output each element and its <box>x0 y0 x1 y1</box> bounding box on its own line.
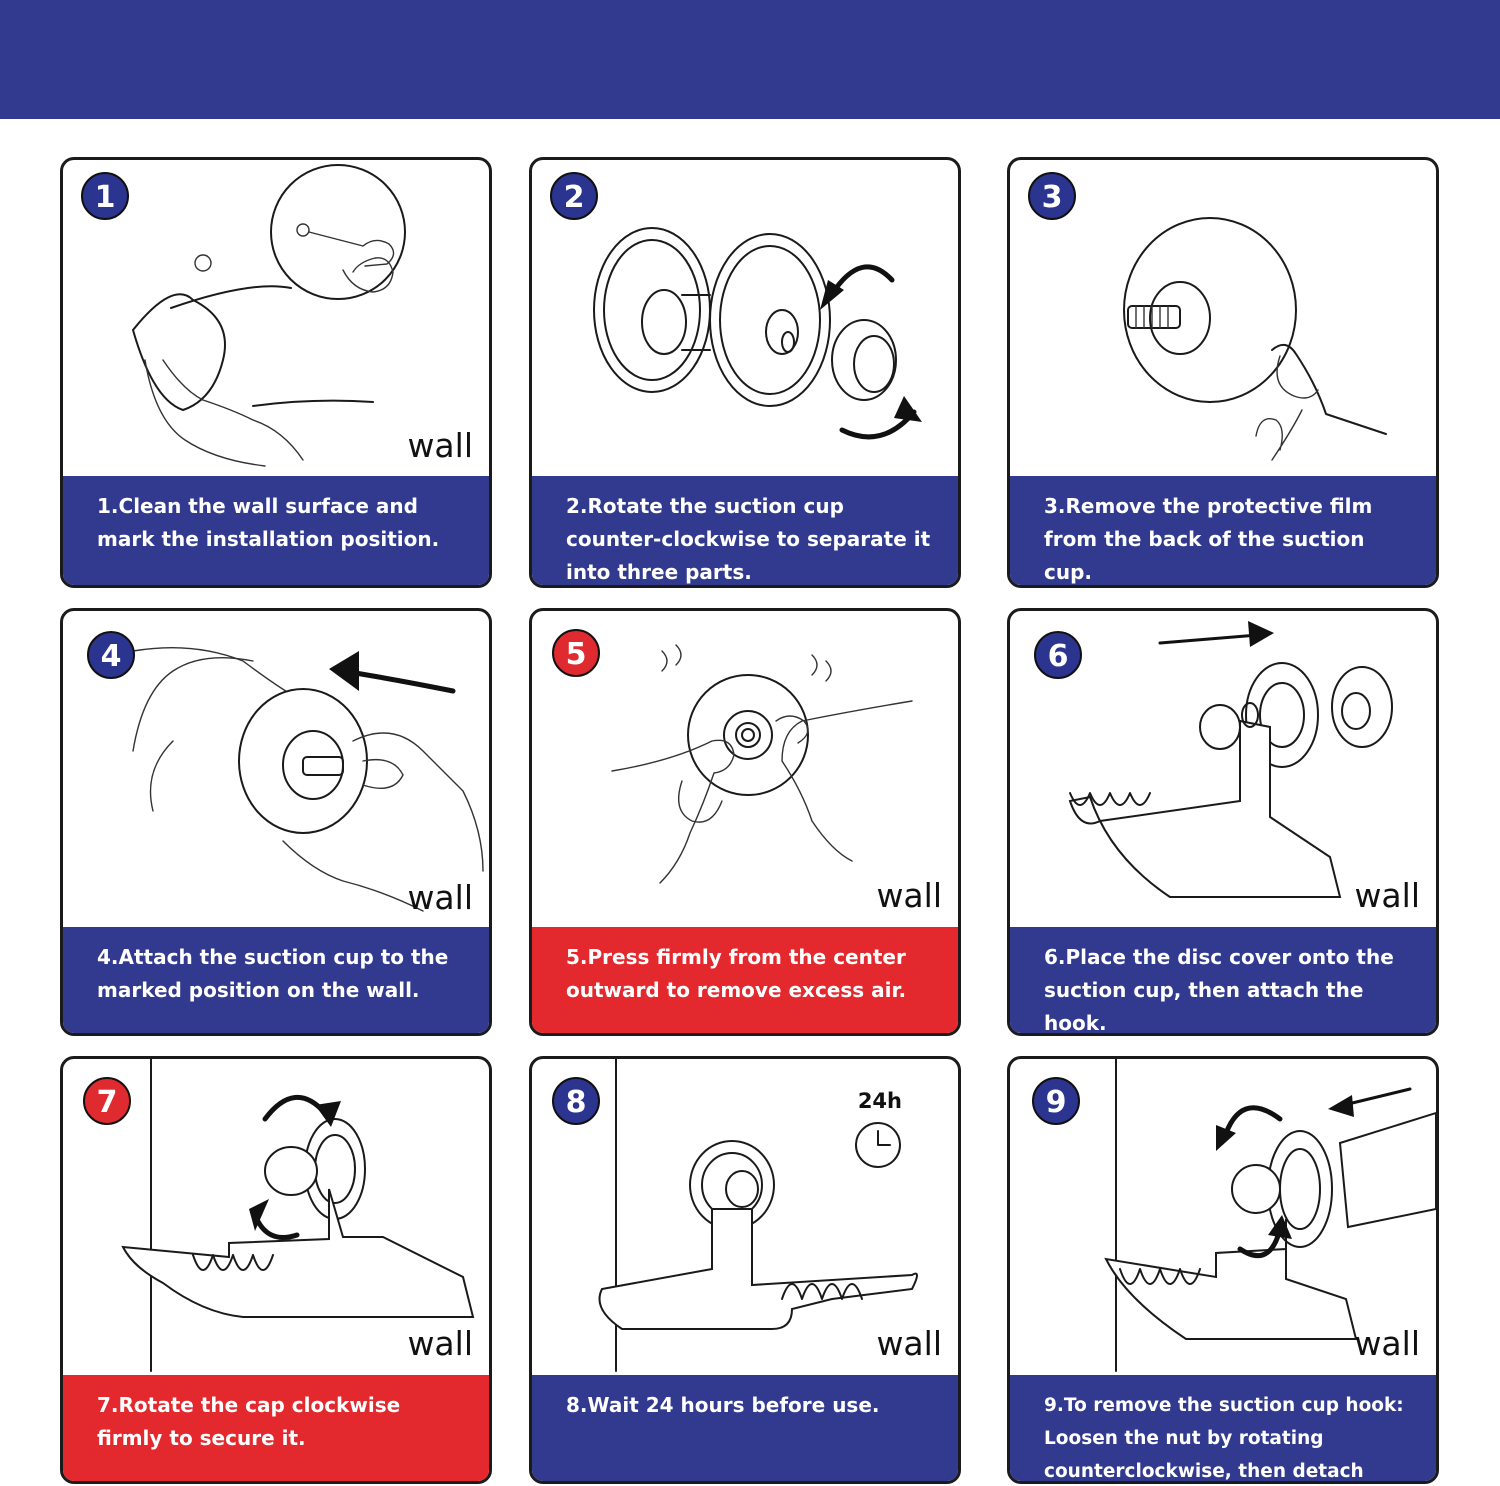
step-caption: 2.Rotate the suction cup counter-clockwi… <box>532 476 958 585</box>
tighten-cap-icon <box>63 1059 489 1375</box>
step-number-badge: 6 <box>1034 631 1082 679</box>
step-number-badge: 9 <box>1032 1077 1080 1125</box>
step-card-8: 8 24h wall 8.Wait 24 hours before use. <box>529 1056 961 1484</box>
step-card-2: 2 2.Rotate the suction cup counter-clock… <box>529 157 961 588</box>
step-card-4: 4 wall 4.Attach the suction cup to the m… <box>60 608 492 1036</box>
wall-label: wall <box>407 1324 473 1363</box>
step-card-7: 7 wall 7.Rotate the cap clockwise firmly… <box>60 1056 492 1484</box>
wall-label: wall <box>407 878 473 917</box>
wait-clock-icon <box>532 1059 958 1375</box>
wall-label: wall <box>876 876 942 915</box>
step-card-5: 5 wall 5.Press firmly from the center ou… <box>529 608 961 1036</box>
step-number-badge: 2 <box>550 172 598 220</box>
step-caption: 9.To remove the suction cup hook: Loosen… <box>1010 1375 1436 1481</box>
wall-label: wall <box>1354 1324 1420 1363</box>
top-banner <box>0 0 1500 119</box>
wall-label: wall <box>876 1324 942 1363</box>
step-card-3: 3 3.Remove the protective film from the … <box>1007 157 1439 588</box>
step-card-9: 9 wall 9.To remove the suction cup hook:… <box>1007 1056 1439 1484</box>
step-caption: 4.Attach the suction cup to the marked p… <box>63 927 489 1033</box>
step-card-6: 6 wall 6.Place the disc cover onto the s… <box>1007 608 1439 1036</box>
step-caption: 6.Place the disc cover onto the suction … <box>1010 927 1436 1033</box>
separate-parts-icon <box>532 160 958 476</box>
step-caption: 8.Wait 24 hours before use. <box>532 1375 958 1481</box>
step-card-1: 1 wall 1.Clean the wall surface and mark… <box>60 157 492 588</box>
timer-label: 24h <box>857 1089 902 1113</box>
wall-label: wall <box>407 426 473 465</box>
step-number-badge: 3 <box>1028 172 1076 220</box>
step-caption: 3.Remove the protective film from the ba… <box>1010 476 1436 585</box>
attach-hook-icon <box>1010 611 1436 927</box>
step-caption: 7.Rotate the cap clockwise firmly to sec… <box>63 1375 489 1481</box>
wall-label: wall <box>1354 876 1420 915</box>
attach-cup-icon <box>63 611 489 927</box>
step-number-badge: 7 <box>83 1077 131 1125</box>
step-number-badge: 5 <box>552 629 600 677</box>
cleaning-wall-icon <box>63 160 489 476</box>
step-number-badge: 4 <box>87 631 135 679</box>
remove-hook-icon <box>1010 1059 1436 1375</box>
press-cup-icon <box>532 611 958 927</box>
step-number-badge: 1 <box>81 172 129 220</box>
step-caption: 1.Clean the wall surface and mark the in… <box>63 476 489 585</box>
step-number-badge: 8 <box>552 1077 600 1125</box>
peel-film-icon <box>1010 160 1436 476</box>
step-caption: 5.Press firmly from the center outward t… <box>532 927 958 1033</box>
